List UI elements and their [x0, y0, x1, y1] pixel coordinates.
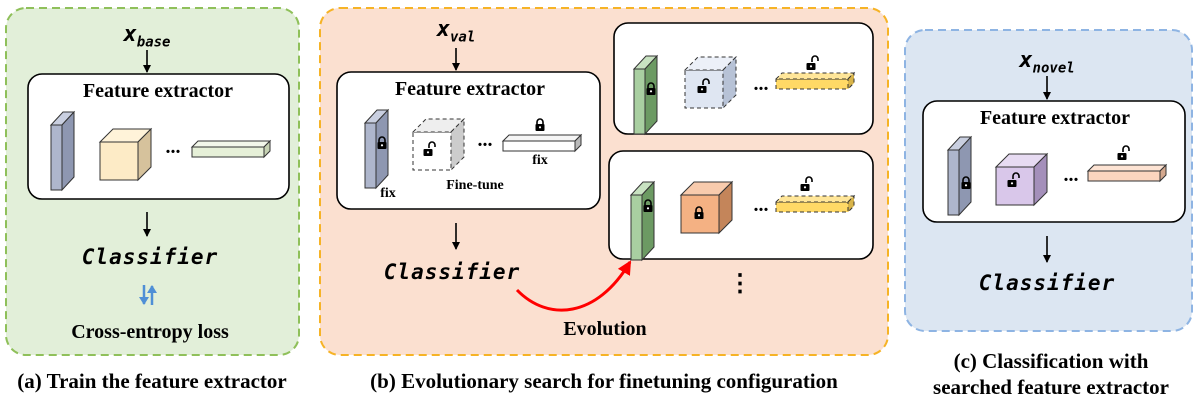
- panel-c-classifier: Classifier: [978, 271, 1116, 295]
- panel-b-fix-label-left: fix: [380, 186, 396, 201]
- panel-b-fc-layer: [501, 118, 583, 153]
- candidate-1-conv-layer-1: [632, 54, 659, 136]
- candidate-2-ellipsis: ...: [753, 194, 769, 216]
- panel-a-ellipsis: ...: [165, 136, 181, 158]
- panel-c-caption-line-1: (c) Classification with: [953, 349, 1149, 373]
- panel-c-fc-layer: [1086, 145, 1168, 183]
- panel-b-conv-layer-2: [411, 117, 466, 172]
- panel-b-conv-layer-1: [363, 108, 390, 190]
- panel-b-fix-label-right: fix: [532, 153, 548, 168]
- candidate-config-1: [613, 22, 874, 135]
- candidate-2-conv-layer-2: [679, 180, 734, 235]
- panel-a-loss-arrows: [139, 285, 157, 305]
- panel-c-conv-layer-1: [946, 135, 973, 217]
- panel-a-loss-label: Cross-entropy loss: [71, 321, 229, 343]
- panel-c-caption-line-2: searched feature extractor: [933, 375, 1169, 399]
- panel-c-conv-layer-2: [994, 152, 1049, 207]
- panel-b-classifier: Classifier: [383, 260, 521, 284]
- candidate-2-conv-layer-1: [629, 180, 656, 262]
- panel-c-extractor-title: Feature extractor: [979, 107, 1131, 129]
- panel-a-fc-layer: [190, 139, 272, 159]
- panel-a-extractor-title: Feature extractor: [82, 80, 234, 102]
- panel-b-ellipsis: ...: [477, 129, 493, 151]
- evolution-label: Evolution: [563, 318, 647, 340]
- more-candidates-ellipsis: ⋮: [728, 271, 752, 297]
- panel-b-extractor-title: Feature extractor: [394, 78, 546, 100]
- evolution-arrow: [515, 260, 632, 312]
- panel-b-extractor-box: [336, 71, 601, 210]
- candidate-1-ellipsis: ...: [753, 73, 769, 95]
- panel-a-conv-layer-1: [49, 110, 76, 192]
- panel-a-input-label: xbase: [123, 22, 171, 51]
- panel-c-input-label: xnovel: [1019, 48, 1075, 77]
- panel-a-extractor-box: [27, 73, 290, 200]
- candidate-1-conv-layer-2: [683, 55, 738, 110]
- panel-b-finetune-label: Fine-tune: [446, 178, 504, 193]
- panel-b-caption: (b) Evolutionary search for finetuning c…: [370, 369, 838, 393]
- panel-a-conv-layer-2: [98, 127, 153, 182]
- panel-c-extractor-box: [922, 100, 1186, 223]
- panel-b-input-label: xval: [436, 17, 476, 46]
- panel-c-ellipsis: ...: [1063, 164, 1079, 186]
- candidate-2-fc-layer: [774, 176, 856, 214]
- candidate-1-fc-layer: [774, 55, 856, 91]
- panel-a-caption: (a) Train the feature extractor: [17, 369, 287, 393]
- panel-a-classifier: Classifier: [81, 245, 219, 269]
